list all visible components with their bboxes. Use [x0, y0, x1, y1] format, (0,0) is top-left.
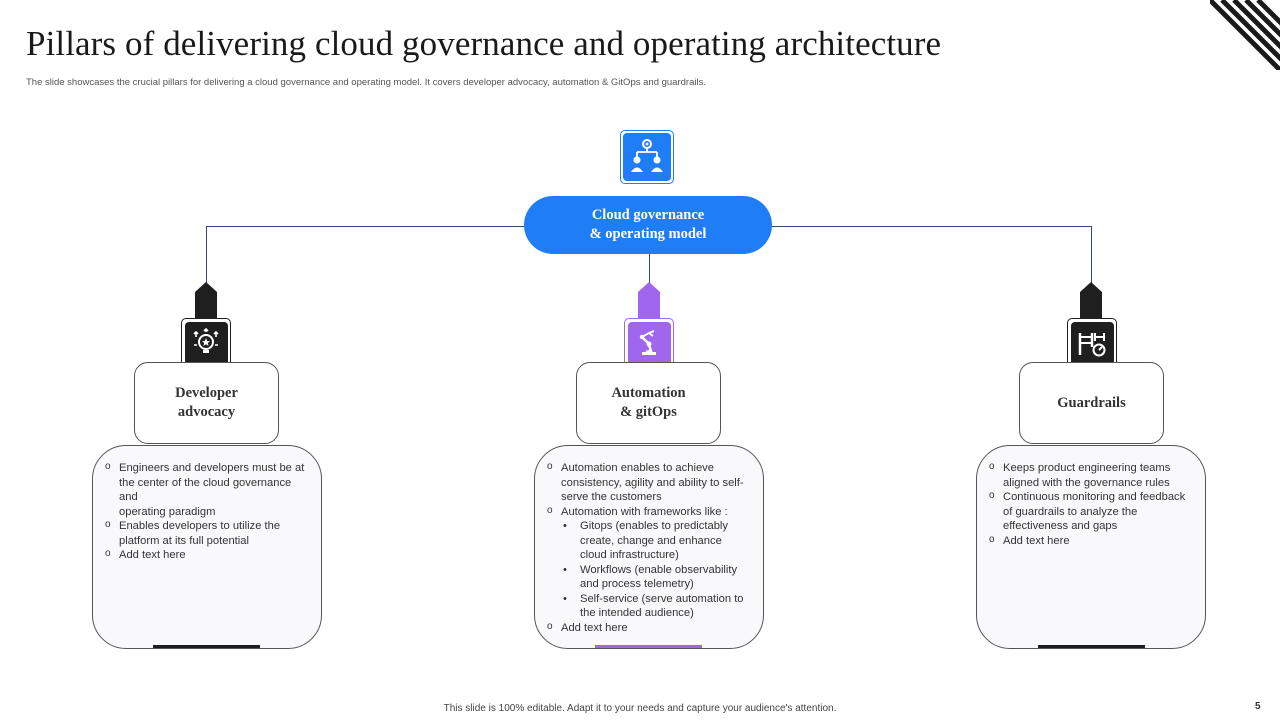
list-item: Add text here — [989, 533, 1193, 549]
list-item: Automation enables to achieve consistenc… — [547, 460, 751, 505]
governance-team-icon — [631, 139, 663, 172]
pillar-1-icon-frame — [181, 318, 231, 368]
list-item: Keeps product engineering teams aligned … — [989, 460, 1193, 490]
pillar-1-label: Developer advocacy — [134, 362, 279, 444]
list-item-text: operating paradigm — [119, 505, 216, 518]
connector-left-vertical — [206, 226, 207, 288]
robot-arm-icon — [639, 330, 656, 355]
page-subtitle: The slide showcases the crucial pillars … — [26, 77, 706, 88]
pillar-3-pin — [1080, 282, 1102, 322]
list-item: Enables developers to utilize the platfo… — [105, 518, 309, 548]
pillar-3-label: Guardrails — [1019, 362, 1164, 444]
hub-icon-frame — [620, 130, 674, 184]
page-title: Pillars of delivering cloud governance a… — [26, 24, 942, 63]
pillar-2-content: Automation enables to achieve consistenc… — [534, 445, 764, 649]
pillar-3-list: Keeps product engineering teams aligned … — [989, 460, 1193, 549]
guardrail-gauge-icon — [1078, 333, 1106, 357]
connector-right-vertical — [1091, 226, 1092, 288]
pillar-3-underbar — [1038, 645, 1145, 648]
list-subitem: Self-service (serve automation to the in… — [547, 592, 751, 621]
footer-note: This slide is 100% editable. Adapt it to… — [443, 703, 837, 714]
list-item: Engineers and developers must be at the … — [105, 460, 309, 519]
connector-left-horizontal — [206, 226, 524, 227]
list-subitem: Gitops (enables to predictably create, c… — [547, 519, 751, 563]
pillar-2-icon-frame — [624, 318, 674, 368]
hub-label-line1: Cloud governance — [591, 207, 705, 223]
pillar-2-pin — [638, 282, 660, 322]
list-item-text: Engineers and developers must be at the … — [119, 462, 305, 503]
pillar-1-list: Engineers and developers must be at the … — [105, 460, 309, 563]
pillar-2-label-line1: Automation — [611, 385, 686, 401]
pillar-3-content: Keeps product engineering teams aligned … — [976, 445, 1206, 649]
decorative-stripes — [1210, 0, 1280, 70]
list-item: Automation with frameworks like : — [547, 504, 751, 520]
pillar-1-label-line1: Developer — [175, 385, 238, 401]
list-item: Add text here — [105, 547, 309, 563]
pillar-2-underbar — [595, 645, 702, 648]
pillar-3-label-line1: Guardrails — [1057, 394, 1126, 411]
pillar-2-label-line2: & gitOps — [620, 404, 677, 420]
page-number: 5 — [1255, 701, 1261, 712]
connector-center-vertical — [649, 254, 650, 288]
list-subitem: Workflows (enable observability and proc… — [547, 563, 751, 592]
idea-bulb-icon — [193, 327, 219, 353]
hub-node: Cloud governance & operating model — [524, 196, 772, 254]
list-item: Add text here — [547, 620, 751, 636]
hub-label-line2: & operating model — [589, 226, 707, 242]
pillar-2-label: Automation & gitOps — [576, 362, 721, 444]
pillar-1-label-line2: advocacy — [177, 404, 236, 420]
pillar-2-list: Automation enables to achieve consistenc… — [547, 460, 751, 636]
list-item: Continuous monitoring and feedback of gu… — [989, 489, 1193, 534]
connector-right-horizontal — [772, 226, 1091, 227]
pillar-1-underbar — [153, 645, 260, 648]
pillar-3-icon-frame — [1067, 318, 1117, 368]
pillar-1-pin — [195, 282, 217, 322]
pillar-1-content: Engineers and developers must be at the … — [92, 445, 322, 649]
